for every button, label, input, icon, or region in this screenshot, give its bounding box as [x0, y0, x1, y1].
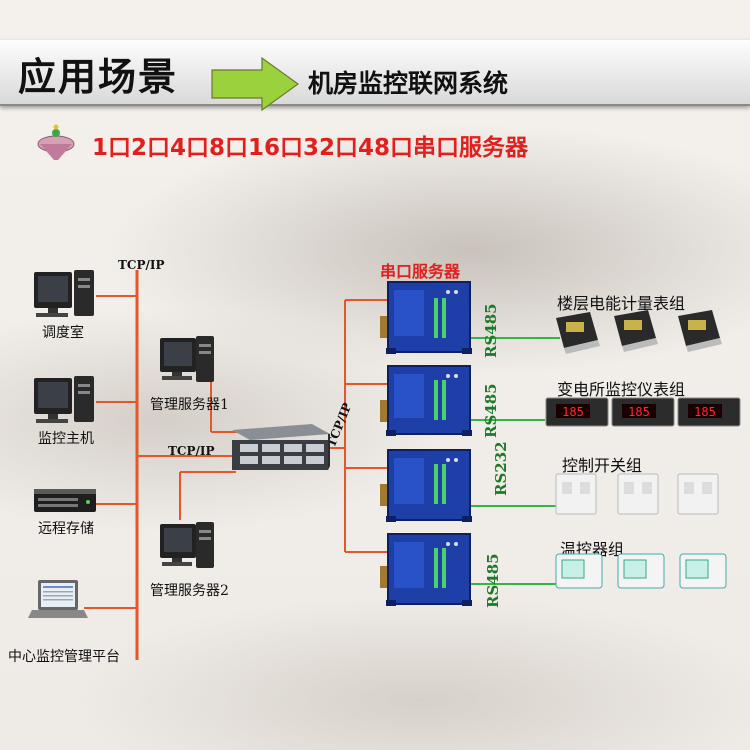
- header-bar: [0, 40, 750, 106]
- energy-meter-icon: [614, 310, 658, 352]
- desktop-computer-icon: [34, 270, 94, 317]
- meter-reading: 185: [628, 405, 650, 419]
- meter-reading: 185: [694, 405, 716, 419]
- energy-meter-icon: [678, 310, 722, 352]
- desktop-computer-icon: [34, 376, 94, 423]
- circuit-breaker-icon: [555, 473, 597, 515]
- page-subtitle: 机房监控联网系统: [308, 69, 509, 98]
- headline: 1口2口4口8口16口32口48口串口服务器: [92, 135, 529, 161]
- node-label-mgmt-server-2: 管理服务器2: [150, 583, 229, 599]
- server-computer-icon: [160, 336, 214, 382]
- circuit-breaker-icon: [617, 473, 659, 515]
- server-computer-icon: [160, 522, 214, 568]
- thermostat-icon: [617, 553, 665, 589]
- node-label-dispatch-room: 调度室: [42, 325, 84, 341]
- laptop-icon: [28, 580, 88, 618]
- serial-server-device: [380, 365, 472, 436]
- digital-meter-icon: 185: [545, 397, 609, 427]
- digital-meter-icon: 185: [611, 397, 675, 427]
- serial-server-device: [380, 281, 472, 354]
- node-label-central-platform: 中心监控管理平台: [8, 649, 120, 665]
- tcp-label-mid: TCP/IP: [168, 444, 215, 458]
- group-title: 变电所监控仪表组: [557, 380, 686, 399]
- node-label-remote-storage: 远程存储: [38, 521, 94, 537]
- page-title: 应用场景: [18, 55, 179, 99]
- serial-server-device: [380, 533, 472, 606]
- energy-meter-icon: [556, 312, 600, 354]
- network-switch-icon: [232, 424, 330, 470]
- storage-server-icon: [34, 489, 96, 512]
- serial-server-title: 串口服务器: [380, 262, 461, 281]
- node-label-mgmt-server-1: 管理服务器1: [150, 397, 229, 413]
- thermostat-icon: [555, 553, 603, 589]
- tcp-label-top: TCP/IP: [118, 258, 165, 272]
- thermostat-icon: [679, 553, 727, 589]
- group-title: 控制开关组: [562, 456, 643, 475]
- node-label-monitor-host: 监控主机: [38, 431, 94, 447]
- meter-reading: 185: [562, 405, 584, 419]
- serial-server-device: [380, 449, 472, 522]
- circuit-breaker-icon: [677, 473, 719, 515]
- group-title: 楼层电能计量表组: [557, 294, 686, 313]
- digital-meter-icon: 185: [677, 397, 741, 427]
